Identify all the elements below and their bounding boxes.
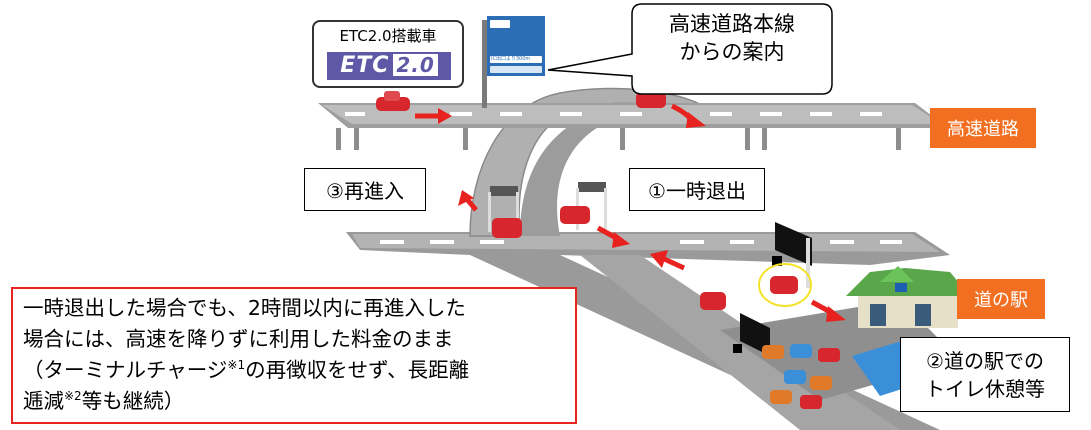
temp-exit-box: ①一時退出: [629, 168, 765, 211]
notice-line-3a: （ターミナルチャージ: [23, 358, 228, 382]
footnote-ref-1: ※1: [227, 358, 246, 372]
sign-exit-distance-text: IC出口より300m: [491, 56, 531, 62]
station-signboard-lower: [740, 313, 770, 356]
arrow-to-station: [810, 299, 846, 322]
arrow-on-expressway-left: [415, 108, 452, 124]
reentry-box: ③再進入: [304, 168, 426, 211]
etc-vehicle-text: ETC2.0搭載車: [339, 27, 437, 45]
sign-pole: [482, 20, 487, 108]
expressway-pillars: [336, 128, 901, 150]
car-parked-highlighted: [758, 263, 812, 307]
etc-gantry-left: [488, 186, 519, 232]
station-signboard-upper: [775, 222, 812, 288]
guidance-callout-text: 高速道路本線 からの案内: [632, 10, 832, 66]
arrow-on-expressway-right: [670, 103, 706, 128]
car-on-ramp-right: [560, 206, 590, 224]
reentry-fee-notice: 一時退出した場合でも、2時間以内に再進入した 場合には、高速を降りずに利用した料…: [11, 287, 577, 424]
arrow-from-station: [650, 250, 686, 271]
parked-cars: [762, 344, 840, 409]
notice-line-1: 一時退出した場合でも、2時間以内に再進入した: [23, 296, 466, 320]
notice-line-4b: 等も継続）: [81, 389, 185, 413]
expressway-guide-sign: IC出口より300m: [487, 16, 545, 76]
signboard-marker-upper: [772, 256, 782, 266]
sign-bottom-plate: [490, 66, 542, 73]
michi-no-eki-label: 道の駅: [957, 279, 1045, 319]
guidance-line-2: からの案内: [679, 40, 785, 64]
michi-no-eki-building: [846, 266, 970, 328]
sign-exit-distance-plate: [490, 56, 542, 63]
notice-line-4: 逓減※2等も継続）: [23, 386, 565, 417]
parking-pictogram: [490, 20, 510, 28]
notice-line-2: 場合には、高速を降りずに利用した料金のまま: [23, 327, 454, 351]
arrow-reentry: [458, 190, 478, 212]
arrow-exit: [596, 225, 630, 248]
etc-logo-right: 2.0: [393, 54, 438, 76]
notice-line-3: （ターミナルチャージ※1の再徴収をせず、長距離: [23, 355, 565, 386]
rest-line-2: トイレ休憩等: [925, 376, 1045, 401]
footnote-ref-2: ※2: [64, 389, 82, 403]
guidance-callout-shape: [547, 3, 833, 95]
signboard-marker-lower: [733, 344, 742, 353]
car-on-expressway-left: [376, 91, 410, 111]
car-on-ramp-top: [636, 92, 666, 108]
notice-line-3b: の再徴収をせず、長距離: [245, 358, 470, 382]
notice-line-4a: 逓減: [23, 389, 64, 413]
rest-box: ②道の駅での トイレ休憩等: [900, 337, 1070, 412]
expressway-lane-marks: [345, 112, 882, 116]
car-on-access-road: [700, 292, 726, 310]
expressway-label: 高速道路: [930, 108, 1036, 148]
rest-line-1: ②道の駅での: [926, 348, 1044, 373]
guidance-line-1: 高速道路本線: [669, 12, 795, 36]
car-on-ramp-left: [492, 218, 522, 238]
ramp-entry: [520, 110, 612, 236]
etc-logo-left: ETC: [340, 53, 390, 78]
